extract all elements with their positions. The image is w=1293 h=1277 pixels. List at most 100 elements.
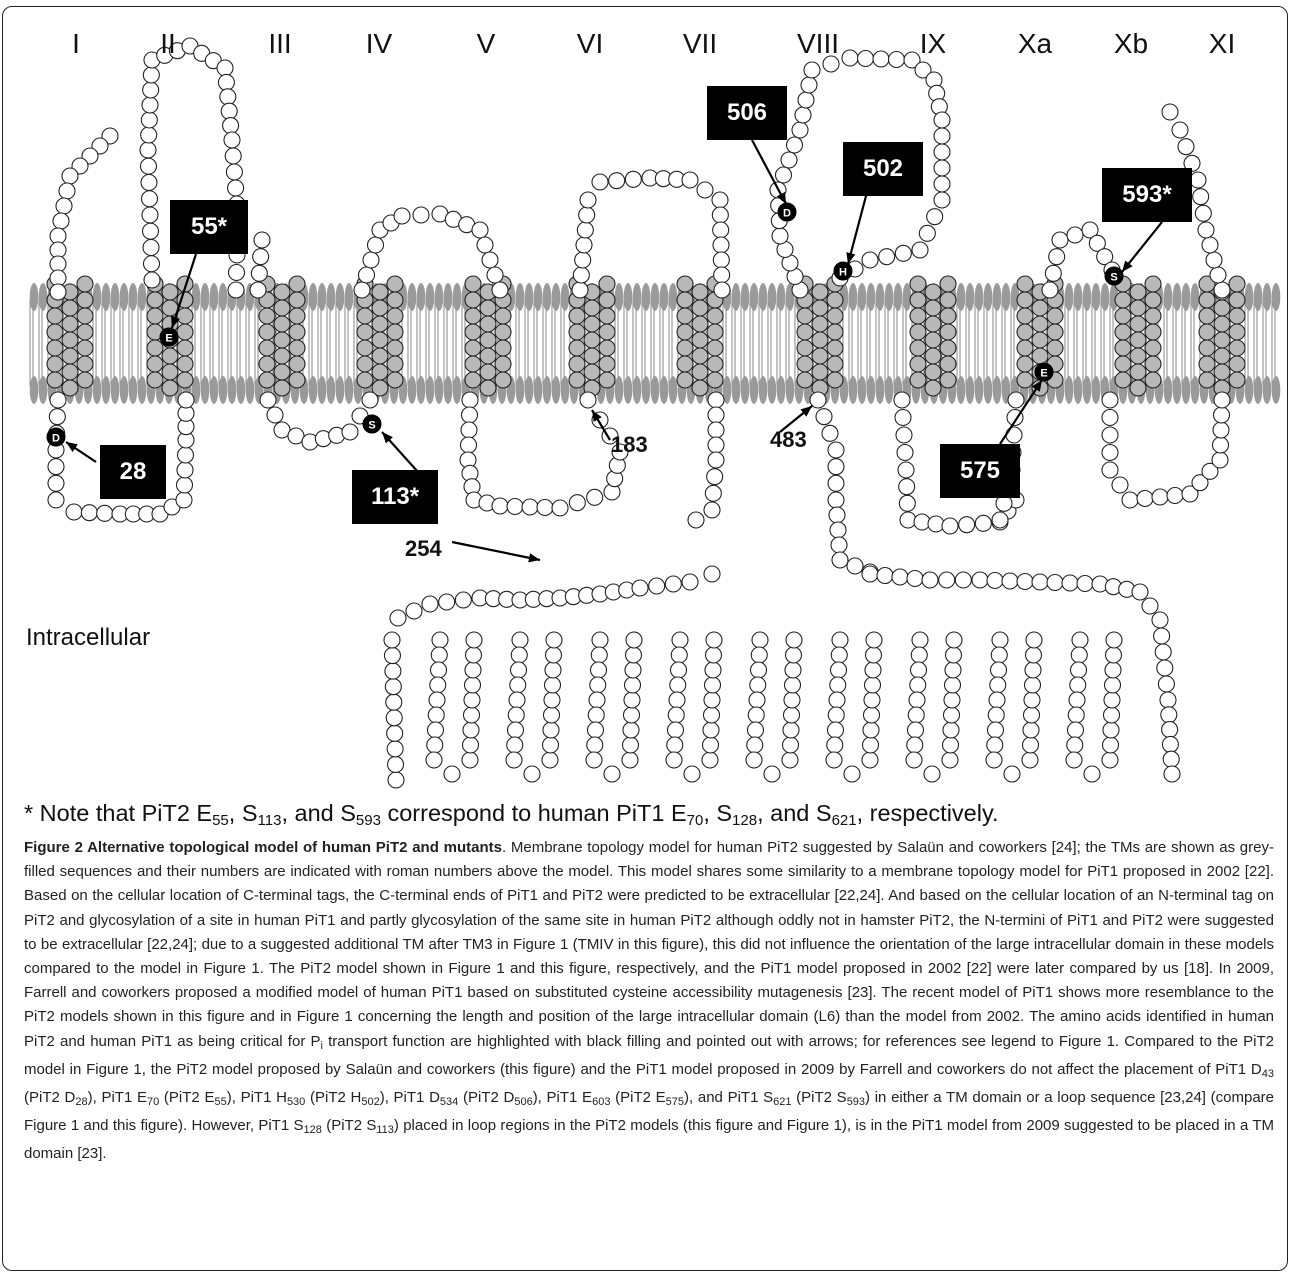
- residue-circle: [687, 511, 705, 529]
- residue-circle: [177, 391, 195, 409]
- caption-sub-pi: i: [320, 1039, 323, 1052]
- lipid-head-inner: [209, 376, 219, 404]
- residue-circle: [583, 299, 601, 317]
- residue-circle: [49, 391, 67, 409]
- residue-circle: [1044, 264, 1062, 282]
- residue-circle: [826, 307, 844, 325]
- residue-circle: [140, 111, 158, 129]
- caption-text-4: ), PiT1 E: [87, 1089, 147, 1107]
- residue-circle: [1198, 291, 1216, 309]
- residue-circle: [61, 315, 79, 333]
- residue-circle: [568, 323, 586, 341]
- residue-circle: [479, 347, 497, 365]
- note-sub-6: 621: [831, 812, 857, 829]
- residue-circle: [494, 355, 512, 373]
- residue-circle: [76, 371, 94, 389]
- residue-circle: [933, 111, 951, 129]
- residue-circle: [507, 706, 525, 724]
- highlighted-residue-letter: S: [368, 420, 375, 432]
- residue-circle: [49, 283, 67, 301]
- residue-circle: [624, 170, 642, 188]
- residue-circle: [568, 339, 586, 357]
- lipid-head-inner: [956, 376, 966, 404]
- residue-circle: [843, 765, 861, 783]
- tm-label-7: VII: [682, 28, 718, 59]
- residue-circle: [939, 275, 957, 293]
- residue-circle: [259, 391, 277, 409]
- residue-circle: [479, 315, 497, 333]
- callout-arrowhead: [846, 252, 856, 264]
- residue-circle: [1101, 426, 1119, 444]
- residue-circle: [827, 491, 845, 509]
- residue-circle: [464, 291, 482, 309]
- residue-circle: [371, 347, 389, 365]
- residue-circle: [924, 379, 942, 397]
- residue-circle: [161, 347, 179, 365]
- residue-circle: [829, 661, 848, 679]
- residue-circle: [460, 421, 478, 439]
- lipid-head-outer: [128, 283, 138, 311]
- residue-circle: [1016, 323, 1034, 341]
- lipid-head-inner: [1253, 376, 1263, 404]
- residue-circle: [223, 131, 241, 149]
- lipid-head-inner: [218, 376, 228, 404]
- residue-circle: [1198, 371, 1216, 389]
- residue-circle: [862, 721, 880, 739]
- residue-circle: [681, 573, 699, 591]
- residue-circle: [1228, 323, 1246, 341]
- lipid-head-inner: [776, 376, 786, 404]
- residue-circle: [220, 102, 238, 120]
- lipid-head-outer: [992, 283, 1002, 311]
- residue-circle: [585, 751, 603, 769]
- residue-circle: [750, 646, 768, 664]
- residue-circle: [747, 706, 765, 724]
- residue-circle: [1031, 573, 1049, 591]
- residue-circle: [763, 765, 781, 783]
- lipid-head-inner: [974, 376, 984, 404]
- lipid-head-inner: [317, 376, 327, 404]
- lipid-head-outer: [740, 283, 750, 311]
- residue-circle: [668, 691, 686, 709]
- figure-caption: Figure 2 Alternative topological model o…: [24, 836, 1274, 1167]
- note-sub-2: 113: [257, 812, 282, 829]
- tm-label-2: II: [160, 28, 176, 59]
- residue-circle: [511, 631, 529, 649]
- tm-label-5: V: [476, 28, 496, 59]
- residue-circle: [545, 631, 563, 649]
- lipid-head-outer: [641, 283, 651, 311]
- lipid-head-inner: [668, 376, 678, 404]
- residue-circle: [55, 197, 73, 215]
- residue-circle: [907, 706, 925, 724]
- residue-circle: [1065, 751, 1083, 769]
- lipid-head-outer: [659, 283, 669, 311]
- residue-circle: [811, 331, 829, 349]
- residue-circle: [161, 363, 179, 381]
- residue-circle: [590, 646, 608, 664]
- residue-circle: [464, 323, 482, 341]
- residue-circle: [828, 691, 846, 709]
- residue-circle: [623, 691, 641, 709]
- lipid-head-inner: [227, 376, 237, 404]
- residue-circle: [691, 379, 709, 397]
- residue-circle: [861, 251, 879, 269]
- residue-circle: [783, 676, 802, 694]
- residue-circle: [864, 646, 883, 664]
- residue-circle: [713, 281, 731, 299]
- residue-circle: [1096, 248, 1114, 266]
- callout-arrowhead: [1122, 260, 1133, 272]
- residue-circle: [428, 691, 446, 709]
- residue-circle: [894, 244, 912, 262]
- residue-circle: [143, 271, 161, 289]
- residue-circle: [887, 50, 906, 69]
- residue-circle: [1061, 574, 1079, 592]
- lipid-head-outer: [956, 283, 966, 311]
- residue-circle: [664, 575, 682, 593]
- lipid-head-outer: [533, 283, 543, 311]
- residue-circle: [1161, 735, 1179, 753]
- residue-circle: [1022, 706, 1041, 724]
- residue-circle: [691, 299, 709, 317]
- residue-circle: [1101, 461, 1119, 479]
- residue-circle: [1066, 721, 1085, 739]
- residue-circle: [691, 315, 709, 333]
